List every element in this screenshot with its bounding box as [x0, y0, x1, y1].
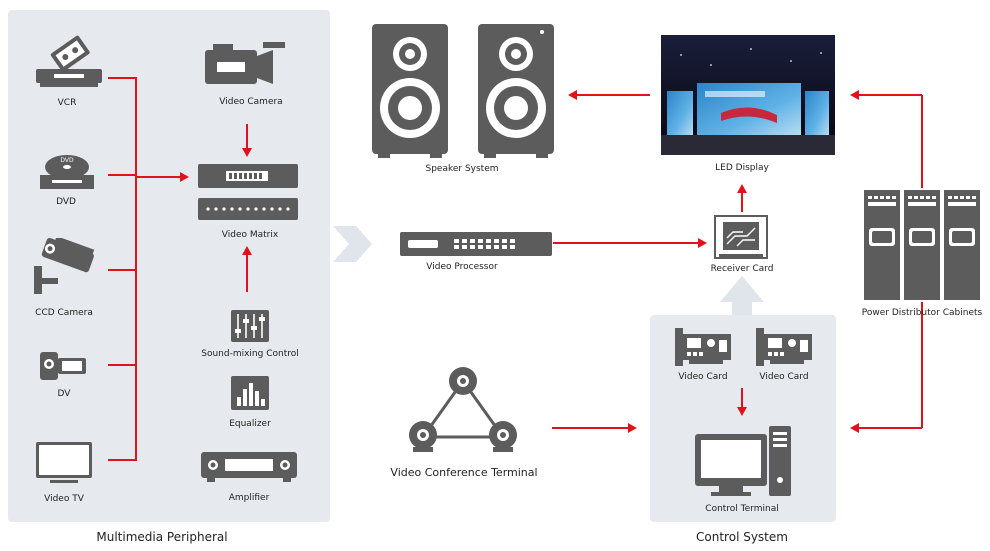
big-up-arrow: [720, 276, 764, 315]
receiver-card-label: Receiver Card: [710, 264, 774, 274]
power-cabinets-icon: [864, 190, 980, 300]
arrowhead: [568, 90, 577, 100]
dv-label: DV: [57, 389, 71, 399]
arrowhead: [628, 423, 637, 433]
conference-camera-top: [449, 367, 477, 395]
dvd-disc-label: DVD: [60, 157, 74, 164]
video-card-1-icon: [675, 328, 731, 366]
arrowhead: [180, 172, 189, 182]
speaker-system-icon: [372, 24, 554, 158]
dv-icon: [40, 352, 86, 380]
video-tv-icon: [36, 442, 92, 483]
dvd-icon: DVD: [40, 155, 94, 189]
control-terminal-label: Control Terminal: [705, 504, 779, 514]
cabinet-3: [944, 190, 980, 300]
video-conference-icon: [409, 367, 517, 452]
arrowhead: [242, 148, 252, 157]
cabinet-2: [904, 190, 940, 300]
big-chevron-arrow: [333, 226, 372, 262]
cabinet-1: [864, 190, 900, 300]
vcr-icon: [36, 35, 102, 87]
video-conference-label: Video Conference Terminal: [390, 466, 538, 479]
equalizer-icon: [231, 376, 269, 410]
dvd-label: DVD: [56, 197, 76, 207]
arrowhead: [850, 90, 859, 100]
control-terminal-icon: [695, 426, 791, 496]
arrowhead: [242, 246, 252, 255]
equalizer-label: Equalizer: [229, 419, 271, 429]
arrowhead: [850, 423, 859, 433]
multimedia-peripheral-panel: [8, 10, 330, 522]
sound-mixing-label: Sound-mixing Control: [201, 349, 299, 359]
video-card-2-label: Video Card: [759, 372, 809, 382]
led-display-label: LED Display: [715, 163, 769, 173]
conference-camera-right: [489, 421, 517, 452]
video-camera-icon: [205, 42, 285, 84]
video-matrix-icon: [198, 164, 298, 220]
speaker-right: [478, 24, 554, 158]
conference-camera-left: [409, 421, 437, 452]
sound-mixing-icon: [231, 310, 269, 342]
receiver-card-icon: [714, 215, 768, 259]
video-card-2-icon: [756, 328, 812, 366]
control-system-title: Control System: [696, 530, 788, 544]
speaker-system-label: Speaker System: [425, 164, 499, 174]
arrowhead: [737, 407, 747, 416]
multimedia-peripheral-title: Multimedia Peripheral: [96, 530, 228, 544]
video-matrix-label: Video Matrix: [221, 230, 279, 240]
video-processor-label: Video Processor: [426, 262, 498, 272]
amplifier-label: Amplifier: [228, 493, 270, 503]
ccd-camera-label: CCD Camera: [35, 308, 93, 318]
video-processor-icon: [400, 232, 552, 256]
led-display-image: [661, 35, 835, 155]
video-camera-label: Video Camera: [219, 97, 283, 107]
video-tv-label: Video TV: [44, 494, 84, 504]
speaker-left: [372, 24, 448, 158]
power-cabinets-label: Power Distributor Cabinets: [861, 308, 983, 318]
amplifier-icon: [201, 452, 297, 482]
video-card-1-label: Video Card: [678, 372, 728, 382]
ccd-camera-icon: [34, 238, 95, 294]
arrowhead: [737, 184, 747, 193]
vcr-label: VCR: [57, 98, 77, 108]
arrowhead: [698, 238, 707, 248]
